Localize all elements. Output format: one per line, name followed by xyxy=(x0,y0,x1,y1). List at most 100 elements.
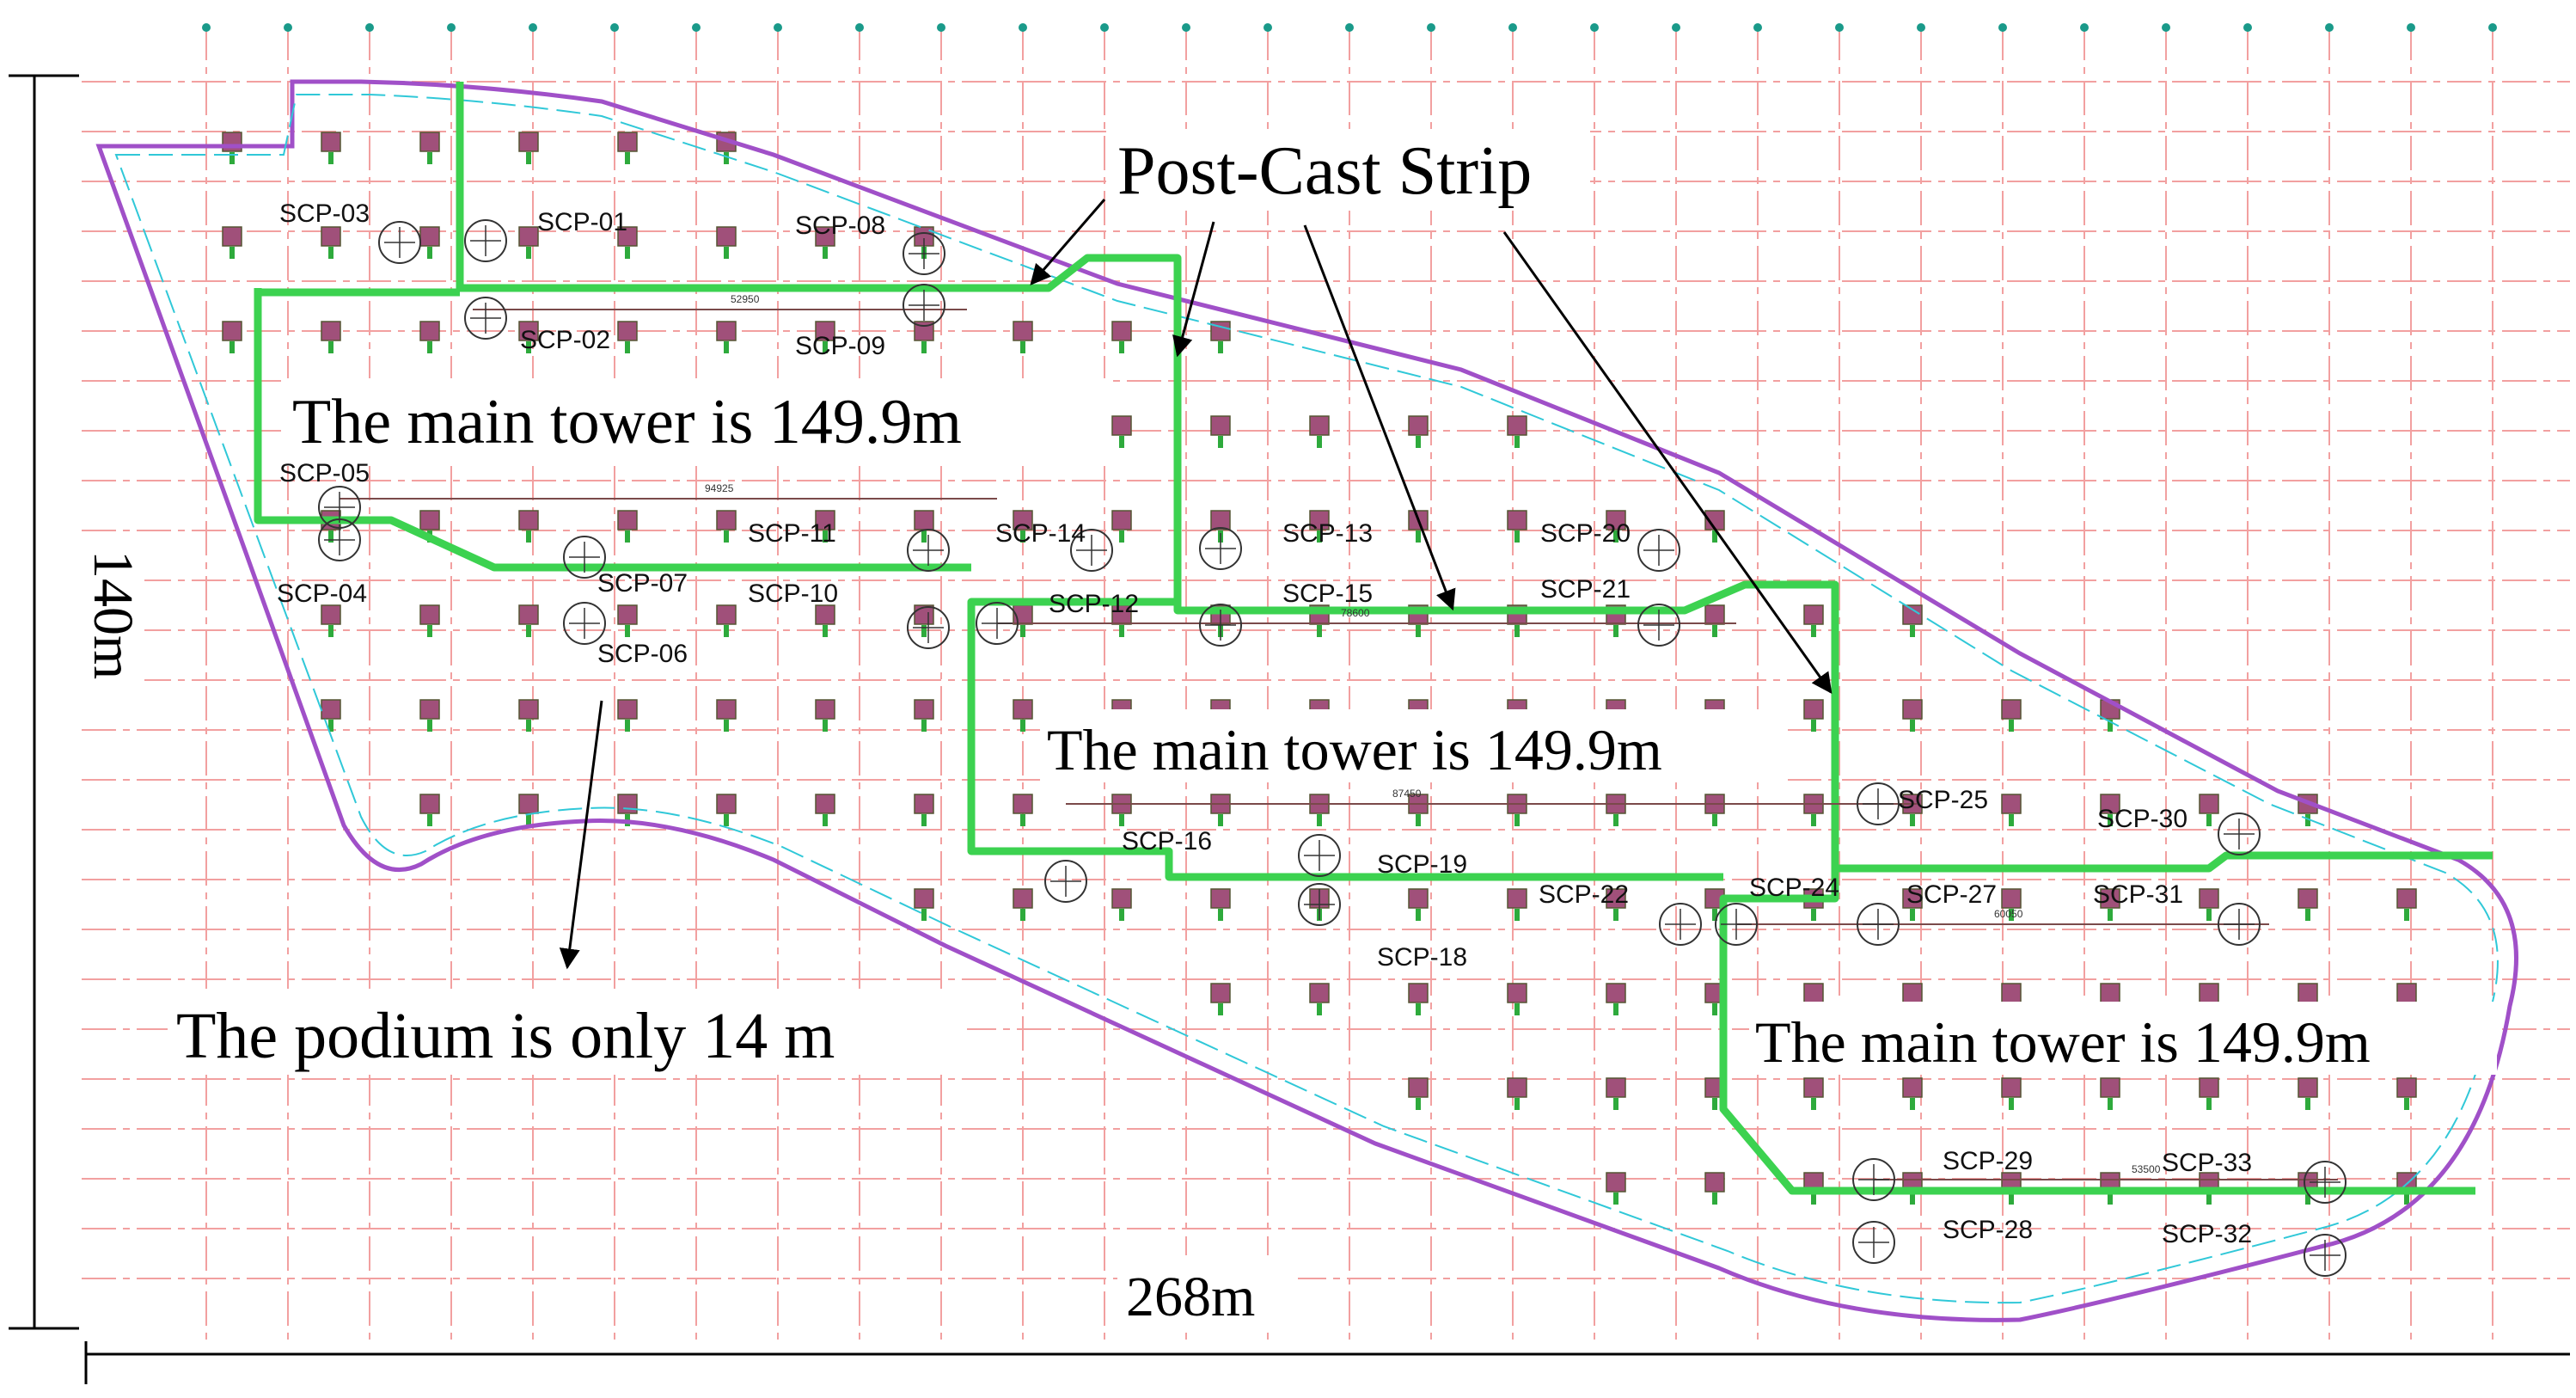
column-tag xyxy=(1218,436,1223,448)
column-tag xyxy=(1910,1193,1915,1205)
grid-axis-dot xyxy=(1672,23,1680,32)
grid-axis-dot xyxy=(1100,23,1109,32)
grid-axis-dot xyxy=(529,23,537,32)
column-tag xyxy=(1218,814,1223,826)
column xyxy=(1704,1172,1725,1193)
column xyxy=(1013,321,1033,341)
scp-label: SCP-19 xyxy=(1377,850,1467,879)
column-tag xyxy=(1811,814,1816,826)
column xyxy=(617,132,638,152)
column xyxy=(1013,510,1033,530)
column-tag xyxy=(526,341,531,353)
column-tag xyxy=(229,341,235,353)
scp-point-scp-01: SCP-01 xyxy=(464,208,627,262)
scp-point-scp-19: SCP-19 xyxy=(1298,834,1467,879)
scp-point-scp-13: SCP-13 xyxy=(1199,519,1373,570)
column xyxy=(716,699,737,720)
column xyxy=(518,321,539,341)
scp-label: SCP-25 xyxy=(1898,786,1988,814)
column-tag xyxy=(1910,625,1915,637)
column xyxy=(419,132,440,152)
scp-point-scp-24: SCP-24 xyxy=(1715,874,1839,946)
grid-axis-dot xyxy=(1508,23,1517,32)
column-tag xyxy=(1317,436,1322,448)
column xyxy=(2298,1077,2318,1098)
column-tag xyxy=(1416,1003,1421,1015)
column xyxy=(518,510,539,530)
column-tag xyxy=(1613,530,1618,543)
scp-point-scp-21: SCP-21 xyxy=(1540,575,1680,647)
column-tag xyxy=(328,247,333,259)
scp-label: SCP-18 xyxy=(1377,943,1467,972)
scp-point-scp-15: SCP-15 xyxy=(1199,579,1373,647)
column-tag xyxy=(1218,1003,1223,1015)
column-tag xyxy=(625,720,630,732)
scp-label: SCP-03 xyxy=(279,199,370,228)
column-tag xyxy=(1119,814,1124,826)
column xyxy=(716,604,737,625)
column-tag xyxy=(328,625,333,637)
scp-label: SCP-30 xyxy=(2097,805,2187,833)
column xyxy=(2001,983,2022,1003)
svg-text:The podium is only 14 m: The podium is only 14 m xyxy=(176,1000,835,1072)
column xyxy=(2001,1077,2022,1098)
column xyxy=(716,794,737,814)
column-tag xyxy=(823,341,828,353)
column-tag xyxy=(823,814,828,826)
column xyxy=(222,226,242,247)
column-tag xyxy=(1020,341,1025,353)
building-outline xyxy=(95,79,2518,1322)
column xyxy=(914,699,934,720)
column xyxy=(2001,794,2022,814)
column xyxy=(815,604,835,625)
column-tag xyxy=(823,625,828,637)
column-tag xyxy=(823,720,828,732)
column-tag xyxy=(1317,1003,1322,1015)
column xyxy=(1902,983,1923,1003)
column-tag xyxy=(1712,814,1717,826)
column xyxy=(1210,983,1231,1003)
scp-point-scp-30: SCP-30 xyxy=(2097,805,2261,855)
column xyxy=(1408,983,1429,1003)
scp-label: SCP-02 xyxy=(520,326,610,354)
column-tag xyxy=(2009,1193,2014,1205)
column-tag xyxy=(526,814,531,826)
scp-point-scp-07: SCP-07 xyxy=(563,536,688,598)
column-tag xyxy=(1317,530,1322,543)
column xyxy=(1902,888,1923,909)
column-tag xyxy=(2206,1098,2212,1110)
column-tag xyxy=(1119,909,1124,921)
column xyxy=(2298,983,2318,1003)
column-tag xyxy=(1416,909,1421,921)
column-tag xyxy=(1712,909,1717,921)
scp-point-scp-11: SCP-11 xyxy=(748,519,950,572)
dimension-value: 94925 xyxy=(705,482,734,494)
column xyxy=(914,510,934,530)
column-tag xyxy=(229,247,235,259)
column xyxy=(1606,510,1626,530)
column-tag xyxy=(2009,909,2014,921)
column-tag xyxy=(1811,625,1816,637)
scp-label: SCP-24 xyxy=(1749,874,1839,902)
column xyxy=(617,604,638,625)
column xyxy=(2100,794,2120,814)
scp-label: SCP-33 xyxy=(2162,1149,2252,1177)
column-tag xyxy=(1020,720,1025,732)
grid-axis-dot xyxy=(1264,23,1272,32)
column-tag xyxy=(1910,1098,1915,1110)
dimension-value: 78600 xyxy=(1341,607,1370,619)
column-tag xyxy=(1514,625,1520,637)
column-tag xyxy=(1712,625,1717,637)
scp-label: SCP-12 xyxy=(1049,590,1139,618)
column-tag xyxy=(526,530,531,543)
grid-axis-dot xyxy=(2162,23,2170,32)
column xyxy=(1507,983,1527,1003)
scp-point-scp-05: SCP-05 xyxy=(279,459,370,529)
scp-label: SCP-04 xyxy=(277,579,367,608)
svg-text:Post-Cast Strip: Post-Cast Strip xyxy=(1117,133,1532,209)
column-tag xyxy=(2305,909,2310,921)
scp-label: SCP-32 xyxy=(2162,1220,2252,1248)
scp-label: SCP-15 xyxy=(1282,579,1373,608)
annotation-arrows xyxy=(559,199,1833,970)
scp-label: SCP-21 xyxy=(1540,575,1631,604)
